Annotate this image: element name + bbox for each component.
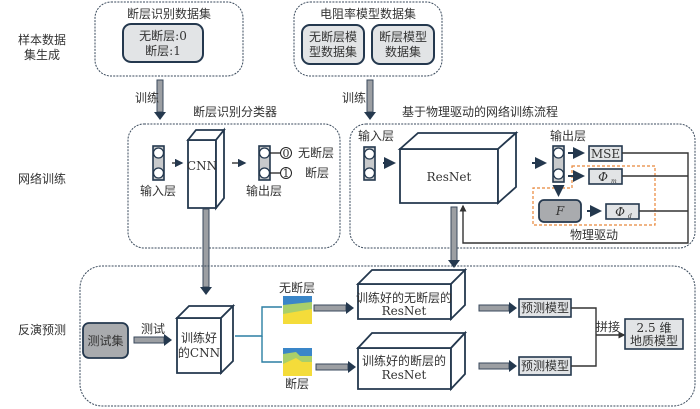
resnet-to-prediction-arrow-1 xyxy=(478,302,517,314)
loss-feedback-lines xyxy=(459,152,689,244)
final-model-label: 2.5 维 xyxy=(637,321,672,335)
physics-input-label: 输入层 xyxy=(358,128,394,143)
resnet-cube xyxy=(397,130,519,206)
phi-m-label: Φ xyxy=(598,170,608,184)
class-1-label: 断层 xyxy=(305,165,329,180)
class-0-label: 无断层 xyxy=(298,145,334,160)
physics-driven-label: 物理驱动 xyxy=(570,228,618,242)
classifier-title: 断层识别分类器 xyxy=(193,104,277,119)
classifier-output-label: 输出层 xyxy=(246,183,282,198)
fault-to-resnet-arrow xyxy=(315,361,356,373)
fault-recognition-dataset-group: 断层识别数据集 无断层:0 断层:1 xyxy=(94,1,244,77)
mse-label: MSE xyxy=(591,147,620,161)
trained-no-fault-resnet-label-2: ResNet xyxy=(382,304,427,318)
prediction-model-label-1: 预测模型 xyxy=(521,301,569,315)
no-fault-model-thumbnail xyxy=(283,296,312,324)
physics-frame xyxy=(349,123,696,249)
fault-dataset-box xyxy=(122,23,204,63)
trained-fault-resnet-cube xyxy=(355,330,468,392)
test-set-label: 测试集 xyxy=(87,333,123,348)
fault-model-dataset-box xyxy=(371,24,435,65)
test-arrow xyxy=(133,334,172,346)
phi-d-label: Φ xyxy=(615,205,625,219)
cnn-to-trained-cnn-arrow xyxy=(200,208,212,295)
train-label-left: 训练 xyxy=(135,90,159,105)
train-label-right: 训练 xyxy=(342,90,366,105)
fault-dataset-label-1: 断层:1 xyxy=(145,43,181,58)
classification-branch-lines xyxy=(235,306,282,363)
fault-class-label: 断层 xyxy=(285,376,309,391)
fault-model-dataset-label-2: 数据集 xyxy=(385,44,421,59)
trained-no-fault-resnet-label: 训练好的无断层的 xyxy=(356,290,452,305)
forward-operator-box xyxy=(538,199,582,223)
stitch-lines xyxy=(571,307,626,367)
physics-input-layer xyxy=(363,146,376,181)
resistivity-dataset-title: 电阻率模型数据集 xyxy=(320,6,416,21)
physics-output-label: 输出层 xyxy=(550,128,586,143)
resnet-to-trained-resnet-arrow xyxy=(448,206,460,268)
trained-fault-resnet-label: 训练好的断层的 xyxy=(362,353,446,368)
no-fault-class-label: 无断层 xyxy=(279,280,315,295)
class-0-symbol: 0 xyxy=(283,147,290,160)
fault-dataset-label-0: 无断层:0 xyxy=(139,28,187,43)
resnet-to-prediction-arrow-2 xyxy=(478,360,517,372)
train-arrow-right xyxy=(364,79,376,120)
physics-driven-frame xyxy=(532,165,656,226)
cnn-label: CNN xyxy=(187,159,217,173)
physics-title: 基于物理驱动的网络训练流程 xyxy=(402,104,558,119)
classifier-input-label: 输入层 xyxy=(140,183,176,198)
row-label-inversion-prediction: 反演预测 xyxy=(18,322,66,337)
row-label-sample-generation: 样本数据 xyxy=(18,32,66,47)
row-label-sample-generation-2: 集生成 xyxy=(24,47,60,62)
fault-dataset-title: 断层识别数据集 xyxy=(127,6,211,21)
resistivity-dataset-group: 电阻率模型数据集 无断层模 型数据集 断层模型 数据集 xyxy=(293,1,443,77)
phi-d-subscript: d xyxy=(628,213,632,220)
trained-cnn-label-2: 的CNN xyxy=(178,345,220,360)
classifier-input-layer xyxy=(152,145,165,181)
test-set-box xyxy=(82,322,129,359)
cnn-cube xyxy=(186,127,226,211)
no-fault-model-dataset-label: 无断层模 xyxy=(309,29,357,44)
inversion-frame xyxy=(79,265,696,407)
resnet-label: ResNet xyxy=(427,170,472,184)
trained-fault-resnet-label-2: ResNet xyxy=(382,368,427,382)
fault-model-dataset-label: 断层模型 xyxy=(379,29,427,44)
class-1-symbol: 1 xyxy=(283,167,290,180)
trained-cnn-cube xyxy=(174,303,236,376)
phi-m-subscript: m xyxy=(611,178,617,185)
classifier-frame xyxy=(127,123,341,249)
prediction-model-label-2: 预测模型 xyxy=(521,359,569,373)
row-label-network-training: 网络训练 xyxy=(18,171,66,186)
fault-model-thumbnail xyxy=(283,348,312,376)
no-fault-model-dataset-box xyxy=(301,24,365,65)
forward-operator-label: F xyxy=(555,204,565,218)
test-label: 测试 xyxy=(141,321,165,336)
physics-output-layer xyxy=(552,145,565,183)
train-arrow-left xyxy=(154,79,166,120)
no-fault-to-resnet-arrow xyxy=(313,302,354,314)
final-model-label-2: 地质模型 xyxy=(630,334,678,348)
trained-cnn-label: 训练好 xyxy=(181,330,217,345)
final-model-box xyxy=(624,318,684,350)
class-0-marker xyxy=(280,147,292,159)
class-1-marker xyxy=(280,167,292,179)
resistivity-dataset-frame xyxy=(293,1,443,77)
trained-no-fault-resnet-cube xyxy=(355,267,468,322)
no-fault-model-dataset-label-2: 型数据集 xyxy=(309,44,357,59)
classifier-output-layer xyxy=(258,145,280,181)
fault-dataset-frame xyxy=(94,1,244,77)
stitch-label: 拼接 xyxy=(596,319,620,334)
